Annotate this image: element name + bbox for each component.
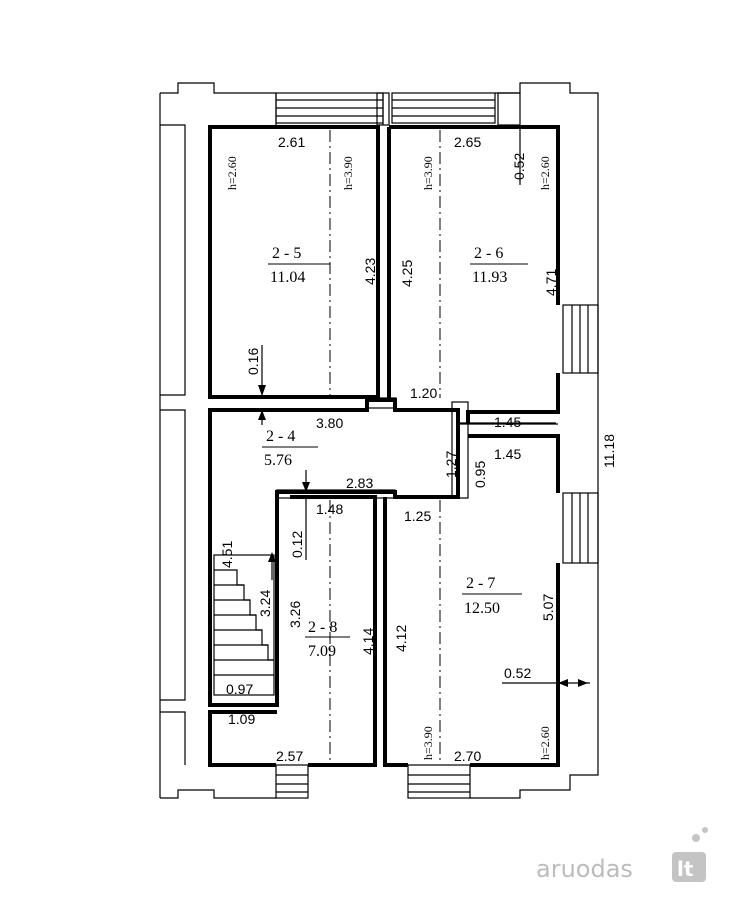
dim-label: 2.57 [276, 748, 303, 764]
room-label-2-6: 2 - 6 11.93 [470, 245, 528, 286]
svg-text:2 - 4: 2 - 4 [266, 428, 295, 445]
dim-label: 4.25 [399, 260, 415, 287]
wall-column [497, 92, 521, 126]
dim-label: 0.12 [289, 531, 305, 558]
dim-label: 2.83 [346, 475, 373, 491]
height-label: h=2.60 [538, 726, 552, 760]
svg-text:lt: lt [677, 857, 694, 881]
window-bottom-left [275, 764, 309, 799]
arrow [302, 482, 310, 492]
height-label: h=3.90 [341, 156, 355, 190]
svg-text:12.50: 12.50 [464, 600, 500, 617]
dim-label: 4.23 [362, 258, 378, 285]
window-right-upper [562, 304, 599, 374]
dim-label: 3.26 [287, 601, 303, 628]
dim-label: 0.52 [504, 665, 531, 681]
dim-label: 1.27 [443, 451, 459, 478]
window-right-lower [562, 492, 599, 564]
dim-label: 0.97 [226, 681, 253, 697]
svg-text:2 - 8: 2 - 8 [308, 619, 337, 636]
svg-text:11.04: 11.04 [270, 269, 305, 286]
door-marker [365, 397, 397, 409]
dim-label: 0.52 [511, 153, 527, 180]
arrow [258, 385, 266, 396]
hall-2-4-wall [208, 398, 460, 707]
window-top-right [391, 92, 496, 124]
dim-label: 1.25 [404, 508, 431, 524]
room-label-2-7: 2 - 7 12.50 [462, 575, 522, 617]
dim-label: 2.65 [454, 134, 481, 150]
dim-label: 1.45 [494, 414, 521, 430]
dim-label: 5.07 [540, 594, 556, 621]
dim-label: 0.16 [245, 348, 261, 375]
dim-label: 1.20 [410, 385, 437, 401]
dim-label: 3.80 [316, 415, 343, 431]
svg-text:aruodas: aruodas [536, 855, 633, 883]
dim-label: 4.71 [543, 269, 559, 296]
wall-column [376, 92, 390, 126]
dim-label: 4.12 [393, 625, 409, 652]
height-label: h=2.60 [225, 156, 239, 190]
room-2-7-wall [383, 434, 560, 767]
door-marker [451, 401, 469, 499]
arrow [578, 679, 588, 687]
dim-label: 1.48 [316, 501, 343, 517]
height-label: h=3.90 [421, 726, 435, 760]
height-label: h=2.60 [538, 156, 552, 190]
aruodas-logo: aruodas lt [536, 827, 708, 883]
dim-label: 2.61 [278, 134, 305, 150]
arrow [558, 679, 568, 687]
room-2-8-wall [208, 495, 377, 767]
dim-label: 1.45 [494, 446, 521, 462]
svg-text:11.93: 11.93 [472, 269, 507, 286]
left-side-wall-segments [160, 124, 186, 765]
arrow [258, 410, 266, 420]
dim-label: 3.24 [257, 590, 273, 617]
staircase [213, 552, 276, 696]
svg-text:7.09: 7.09 [308, 643, 336, 660]
dim-label: 4.51 [219, 541, 235, 568]
dim-label: 4.14 [360, 628, 376, 655]
window-top-left [275, 92, 384, 124]
window-bottom-right [407, 764, 471, 799]
svg-text:5.76: 5.76 [264, 452, 292, 469]
room-label-2-4: 2 - 4 5.76 [262, 428, 318, 469]
room-label-2-8: 2 - 8 7.09 [305, 619, 350, 660]
room-label-2-5: 2 - 5 11.04 [268, 245, 330, 286]
room-2-5-wall [208, 125, 380, 399]
overall-dimension: 11.18 [601, 434, 617, 468]
svg-text:2 - 5: 2 - 5 [272, 245, 301, 262]
door-marker [276, 489, 396, 499]
dim-label: 2.70 [454, 748, 481, 764]
height-label: h=3.90 [421, 156, 435, 190]
dim-label: 0.95 [472, 461, 488, 488]
svg-text:2 - 6: 2 - 6 [474, 245, 503, 262]
dim-label: 1.09 [228, 711, 255, 727]
svg-text:2 - 7: 2 - 7 [466, 575, 495, 592]
